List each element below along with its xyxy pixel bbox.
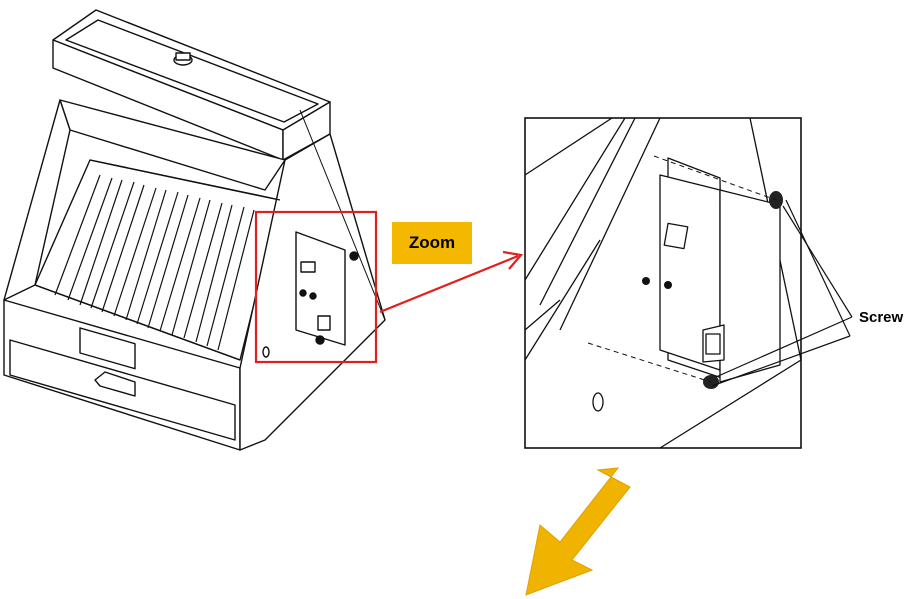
- zoom-badge-bg: [392, 222, 472, 264]
- screw-pointer-lines: [711, 199, 853, 387]
- callout-box: [254, 210, 378, 364]
- lid-knob-icon: [173, 52, 193, 66]
- zoom-inset: [524, 117, 802, 449]
- down-arrow-icon: [525, 467, 631, 596]
- machine-drawing: [3, 9, 386, 451]
- screw-label: Screw: [859, 309, 904, 326]
- drawer-handle-icon: [94, 371, 136, 397]
- zoom-label: Zoom: [408, 233, 456, 252]
- panel-small-icon: [262, 231, 359, 358]
- zoom-arrow: [379, 250, 524, 314]
